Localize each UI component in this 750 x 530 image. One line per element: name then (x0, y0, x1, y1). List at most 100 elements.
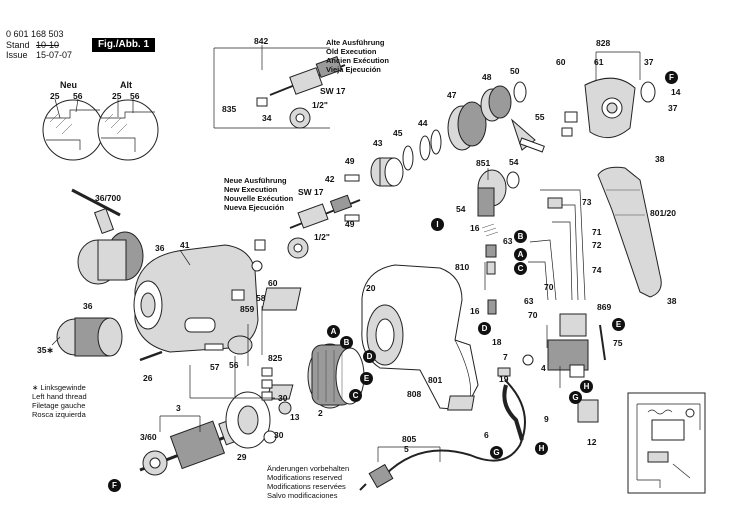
issue-label: Issue (6, 50, 28, 60)
ref-badge-b: B (340, 336, 353, 349)
part-label: 828 (596, 38, 611, 48)
ref-badge-d: D (363, 350, 376, 363)
wiring-harness (528, 189, 586, 301)
part-label: 26 (143, 373, 153, 383)
ball-bearing-43 (370, 157, 404, 187)
part-label: 810 (455, 262, 470, 272)
part-label: 801 (428, 375, 443, 385)
ring-50 (513, 81, 527, 103)
part-label: 805 (402, 434, 417, 444)
part-label: 70 (528, 310, 538, 320)
part-label: 49 (345, 219, 355, 229)
part-label: 16 (470, 223, 480, 233)
part-label: 7 (503, 352, 508, 362)
part-label: 3 (176, 403, 181, 413)
part-label: 2 (318, 408, 323, 418)
detail-alt-title: Alt (120, 80, 132, 90)
chuck-key (71, 188, 121, 235)
ref-badge-f: F (108, 479, 121, 492)
cord-805 (359, 379, 526, 491)
detail-neu-label: 25 (50, 91, 60, 101)
intermediate-gear-851 (477, 169, 520, 217)
figure-title: Fig./Abb. 1 (92, 38, 155, 52)
cable-clamp-12 (577, 399, 599, 423)
part-label: 869 (597, 302, 612, 312)
spindle-new (287, 174, 361, 259)
part-label: 3/60 (140, 432, 157, 442)
part-label: 35∗ (37, 345, 54, 355)
ref-badge-a: A (514, 248, 527, 261)
detail-alt (97, 99, 159, 161)
part-label: 37 (668, 103, 678, 113)
part-label: 30 (278, 393, 288, 403)
part-label: 851 (476, 158, 491, 168)
keyless-chuck (51, 317, 123, 357)
part-label: 37 (644, 57, 654, 67)
part-label: 6 (484, 430, 489, 440)
ref-badge-e: E (360, 372, 373, 385)
part-label: 20 (366, 283, 376, 293)
detail-neu-title: Neu (60, 80, 78, 90)
part-label: 19 (499, 374, 509, 384)
fan-baffle (225, 391, 271, 449)
part-label: 1/2" (314, 232, 330, 242)
part-label: 43 (373, 138, 383, 148)
part-label: 48 (482, 72, 492, 82)
stand-value: 10-10 (36, 40, 60, 50)
ref-badge-b: B (514, 230, 527, 243)
part-label: 36 (155, 243, 165, 253)
part-label: 71 (592, 227, 602, 237)
part-label: 63 (524, 296, 534, 306)
part-label: 808 (407, 389, 422, 399)
part-label: 38 (655, 154, 665, 164)
switch-parts (447, 354, 534, 441)
switch-869 (547, 313, 606, 378)
ref-badge-a: A (327, 325, 340, 338)
part-label: 34 (262, 113, 272, 123)
part-label: 18 (492, 337, 502, 347)
part-label: 9 (544, 414, 549, 424)
part-label: 72 (592, 240, 602, 250)
ref-badge-h: H (535, 442, 548, 455)
part-label: 842 (254, 36, 269, 46)
ref-badge-c: C (514, 262, 527, 275)
needle-bearings (231, 239, 266, 301)
ref-badge-g: G (490, 446, 503, 459)
gear-housing (133, 244, 259, 353)
detail-alt-label: 25 (112, 91, 122, 101)
circuit-diagram (627, 392, 706, 494)
part-label: 54 (456, 204, 466, 214)
ref-badge-i: I (431, 218, 444, 231)
brush-holders (481, 223, 499, 315)
part-label: 801/20 (650, 208, 676, 218)
bearing-plate-828 (561, 77, 656, 139)
part-label: 58 (256, 293, 266, 303)
ref-badge-d: D (478, 322, 491, 335)
part-label: 5 (404, 444, 409, 454)
keyed-chuck (77, 231, 144, 285)
part-label: 61 (594, 57, 604, 67)
circlips (402, 129, 442, 171)
part-label: 45 (393, 128, 403, 138)
part-label: 75 (613, 338, 623, 348)
part-label: SW 17 (320, 86, 346, 96)
part-label: 60 (556, 57, 566, 67)
part-label: 16 (470, 306, 480, 316)
gear-shift-knob (204, 335, 253, 355)
part-label: 4 (541, 363, 546, 373)
part-label: 1/2" (312, 100, 328, 110)
part-label: 13 (290, 412, 300, 422)
part-label: 30 (274, 430, 284, 440)
detail-neu-label: 56 (73, 91, 83, 101)
part-label: 29 (237, 452, 247, 462)
detail-neu (42, 98, 104, 161)
leader-lines (159, 45, 641, 462)
part-label: 42 (325, 174, 335, 184)
part-label: 38 (667, 296, 677, 306)
ref-badge-c: C (349, 389, 362, 402)
